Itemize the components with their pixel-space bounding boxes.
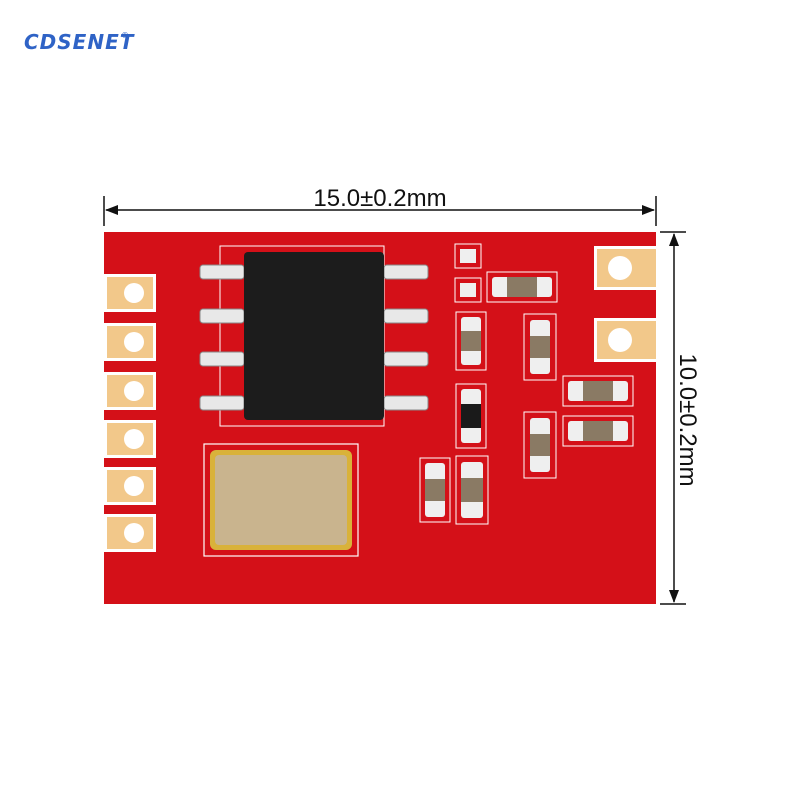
chip-pin bbox=[383, 395, 429, 411]
width-dimension: 15.0±0.2mm bbox=[103, 185, 657, 226]
chip-pin bbox=[199, 395, 245, 411]
antenna-pads bbox=[594, 246, 656, 362]
smd-pad bbox=[454, 243, 482, 269]
left-pads bbox=[104, 274, 156, 552]
left-pad bbox=[104, 467, 156, 505]
width-label: 15.0±0.2mm bbox=[313, 185, 446, 212]
smd-resistor bbox=[486, 271, 558, 303]
smd-capacitor bbox=[455, 311, 487, 371]
smd-capacitor bbox=[419, 457, 451, 523]
sop8-chip bbox=[199, 245, 429, 427]
smd-capacitor bbox=[523, 313, 557, 381]
left-pad bbox=[104, 323, 156, 361]
smd-capacitor-dark bbox=[455, 383, 487, 449]
left-pad bbox=[104, 372, 156, 410]
crystal-oscillator bbox=[203, 443, 359, 557]
chip-pin bbox=[199, 308, 245, 324]
smd-resistor bbox=[562, 415, 634, 447]
antenna-pad bbox=[594, 246, 656, 290]
left-pad bbox=[104, 274, 156, 312]
left-pad bbox=[104, 514, 156, 552]
chip-body bbox=[244, 252, 384, 420]
chip-pin bbox=[383, 308, 429, 324]
smd-components bbox=[419, 243, 634, 525]
left-pad bbox=[104, 420, 156, 458]
registered-mark: ® bbox=[121, 31, 129, 40]
smd-capacitor bbox=[523, 411, 557, 479]
smd-resistor bbox=[562, 375, 634, 407]
antenna-pad bbox=[594, 318, 656, 362]
smd-capacitor bbox=[455, 455, 489, 525]
height-dimension: 10.0±0.2mm bbox=[660, 231, 701, 605]
chip-pin bbox=[383, 264, 429, 280]
chip-pin bbox=[199, 264, 245, 280]
chip-pin bbox=[383, 351, 429, 367]
smd-pad bbox=[454, 277, 482, 303]
chip-pin bbox=[199, 351, 245, 367]
brand-logo: CDSENET bbox=[24, 30, 135, 54]
height-label: 10.0±0.2mm bbox=[674, 353, 701, 486]
